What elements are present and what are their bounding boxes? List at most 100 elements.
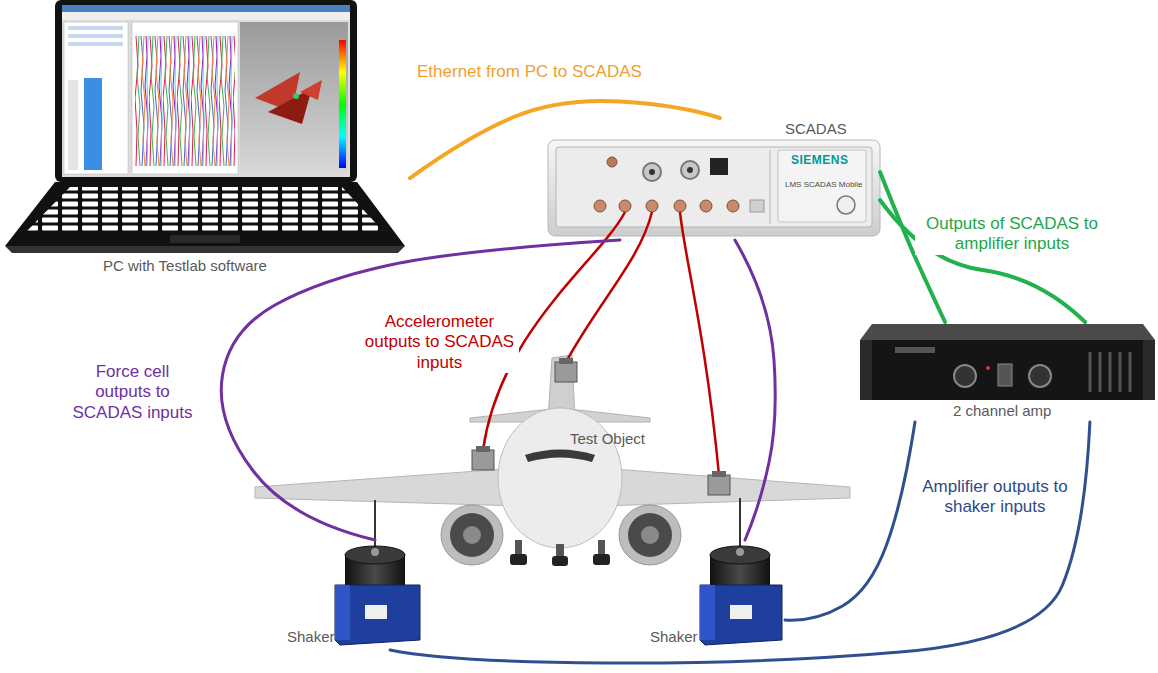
rack-ear [1143,340,1155,400]
laptop-screen [62,5,350,177]
wheel [552,556,568,566]
vent [1109,352,1112,392]
led [986,366,990,370]
frf-traces [135,36,235,166]
fuselage [498,408,622,548]
shaker-top [345,546,405,564]
amplifier-node: 2 channel amp [858,322,1158,422]
test-object-node: Test Object [250,350,850,540]
daq-housing [548,140,880,236]
port [750,200,764,212]
accelerometer-connector [559,358,573,364]
device-caption: Shaker [650,628,698,645]
bnc-connector [681,161,699,179]
shaker-node: Shaker [280,540,425,650]
shaker-plate [365,605,387,619]
stinger [739,498,741,548]
input-connector [646,200,658,212]
edge-label: Outputs of SCADAS to amplifier inputs [915,214,1109,255]
daq-frontend-node: SCADASSIEMENSLMS SCADAS Mobile [545,118,880,240]
device-caption: 2 channel amp [953,402,1051,419]
accelerometer [472,450,494,470]
accelerometer [555,362,577,382]
connector [607,157,617,167]
shaker-housing [335,585,420,645]
input-connector [619,200,631,212]
amplifier [860,324,1155,400]
shaker-node: Shaker [645,540,785,650]
brand-logo: SIEMENS [791,154,849,168]
device-caption: PC with Testlab software [103,257,267,274]
vent [1129,352,1132,392]
edge-label: Amplifier outputs to shaker inputs [918,477,1072,518]
panel-field [68,34,123,38]
cockpit-windows [525,450,595,463]
input-connector [727,200,739,212]
bnc-pin [649,169,655,175]
shaker-left [335,500,420,645]
plot-panel [132,22,238,174]
scadas-frontend [548,140,880,236]
force-cell [371,548,379,556]
main-gear [515,540,522,556]
cable-connector [785,422,915,620]
window-menubar [62,12,350,20]
model-name: LMS SCADAS Mobile [785,180,862,189]
shaker-right [700,498,782,645]
vent [1089,352,1092,392]
gain-knob [954,365,976,387]
mode-shape [300,80,322,100]
geometry-view [240,22,348,174]
wheel [510,554,527,565]
window-titlebar [62,5,350,12]
laptop-bezel [55,0,357,182]
panel-selection [84,78,102,170]
nose-gear [556,544,564,558]
vent [1099,352,1102,392]
shaker-top [710,546,770,564]
airplane [255,355,850,566]
panel-column [68,80,78,170]
callout-label: Accelerometer outputs to SCADAS inputs [360,312,519,373]
shaker-housing [700,585,782,645]
panel-field [68,26,123,30]
vent [1119,352,1122,392]
rack-ear [860,340,872,400]
mode-point [293,93,299,99]
power-button [837,196,855,214]
power-switch [998,364,1012,386]
main-gear [598,540,605,556]
engine-spinner [641,526,659,544]
force-cell [736,548,744,556]
amp-front [860,340,1155,400]
laptop-node: PC with Testlab software [0,0,410,280]
edge-label: Ethernet from PC to SCADAS [415,62,644,82]
accelerometer-connector [476,446,490,452]
engine-intake [450,513,494,557]
object-caption: Test Object [570,430,645,447]
accelerometer-wire [566,212,652,362]
accelerometer [708,475,730,495]
input-connector [700,200,712,212]
brand-plate [895,347,935,353]
laptop-base [5,182,405,246]
keyboard [26,187,384,232]
cable-connector [735,240,775,540]
input-connector [674,200,686,212]
laptop-lip [5,246,405,253]
accelerometer-wire [680,212,719,475]
engine [619,505,681,565]
wheel [593,554,610,565]
cable-connector [390,422,1090,663]
bnc-pin [687,167,693,173]
touchpad [170,235,240,243]
shaker-side [335,585,350,640]
bnc-connector [643,163,661,181]
gain-knob [1029,365,1051,387]
daq-front-panel [556,147,872,227]
engine-spinner [463,526,481,544]
color-bar [339,40,346,168]
ethernet-port [710,158,728,175]
